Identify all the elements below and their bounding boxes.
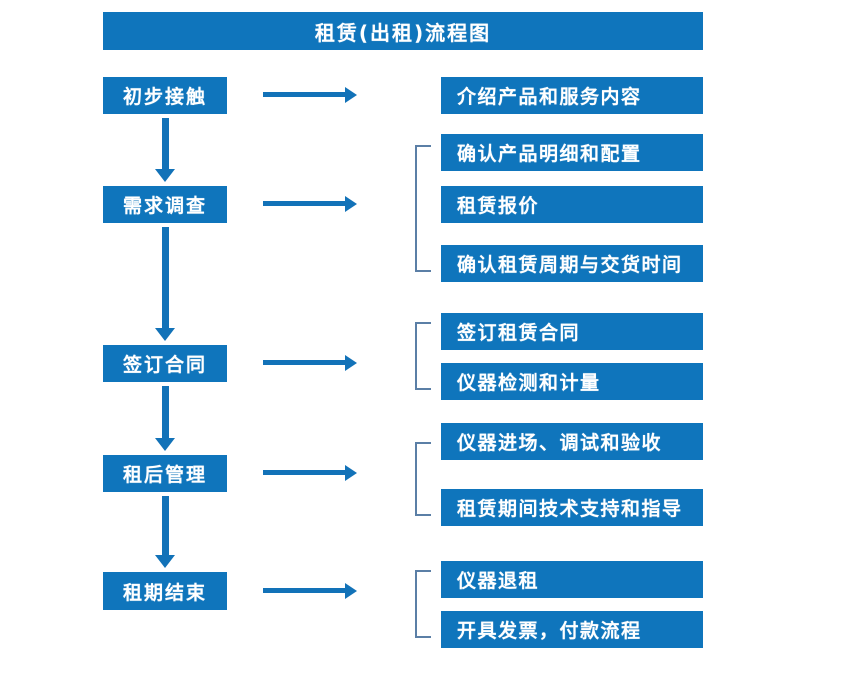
down-arrow-stage2-to-stage3 xyxy=(152,227,178,341)
group-bracket-requirements xyxy=(415,145,431,272)
detail-box-8[interactable]: 租赁期间技术支持和指导 xyxy=(441,489,703,526)
right-arrow-stage3 xyxy=(263,354,357,372)
right-arrow-stage2 xyxy=(263,195,357,213)
right-arrow-stage5 xyxy=(263,582,357,600)
group-bracket-contract xyxy=(415,322,431,390)
detail-box-1[interactable]: 介绍产品和服务内容 xyxy=(441,77,703,114)
detail-box-4[interactable]: 确认租赁周期与交货时间 xyxy=(441,245,703,282)
detail-box-10[interactable]: 开具发票，付款流程 xyxy=(441,611,703,648)
right-arrow-stage1 xyxy=(263,86,357,104)
detail-box-3[interactable]: 租赁报价 xyxy=(441,186,703,223)
group-bracket-post-rental xyxy=(415,442,431,516)
detail-box-7[interactable]: 仪器进场、调试和验收 xyxy=(441,423,703,460)
stage-box-3[interactable]: 签订合同 xyxy=(103,345,227,382)
stage-box-4[interactable]: 租后管理 xyxy=(103,455,227,492)
down-arrow-stage1-to-stage2 xyxy=(152,118,178,182)
stage-box-2[interactable]: 需求调查 xyxy=(103,186,227,223)
detail-box-9[interactable]: 仪器退租 xyxy=(441,561,703,598)
detail-box-6[interactable]: 仪器检测和计量 xyxy=(441,363,703,400)
diagram-title: 租赁(出租)流程图 xyxy=(103,12,703,50)
down-arrow-stage3-to-stage4 xyxy=(152,386,178,451)
stage-box-1[interactable]: 初步接触 xyxy=(103,77,227,114)
detail-box-5[interactable]: 签订租赁合同 xyxy=(441,313,703,350)
stage-box-5[interactable]: 租期结束 xyxy=(103,572,227,610)
detail-box-2[interactable]: 确认产品明细和配置 xyxy=(441,134,703,171)
group-bracket-end-of-term xyxy=(415,570,431,638)
right-arrow-stage4 xyxy=(263,464,357,482)
down-arrow-stage4-to-stage5 xyxy=(152,496,178,568)
